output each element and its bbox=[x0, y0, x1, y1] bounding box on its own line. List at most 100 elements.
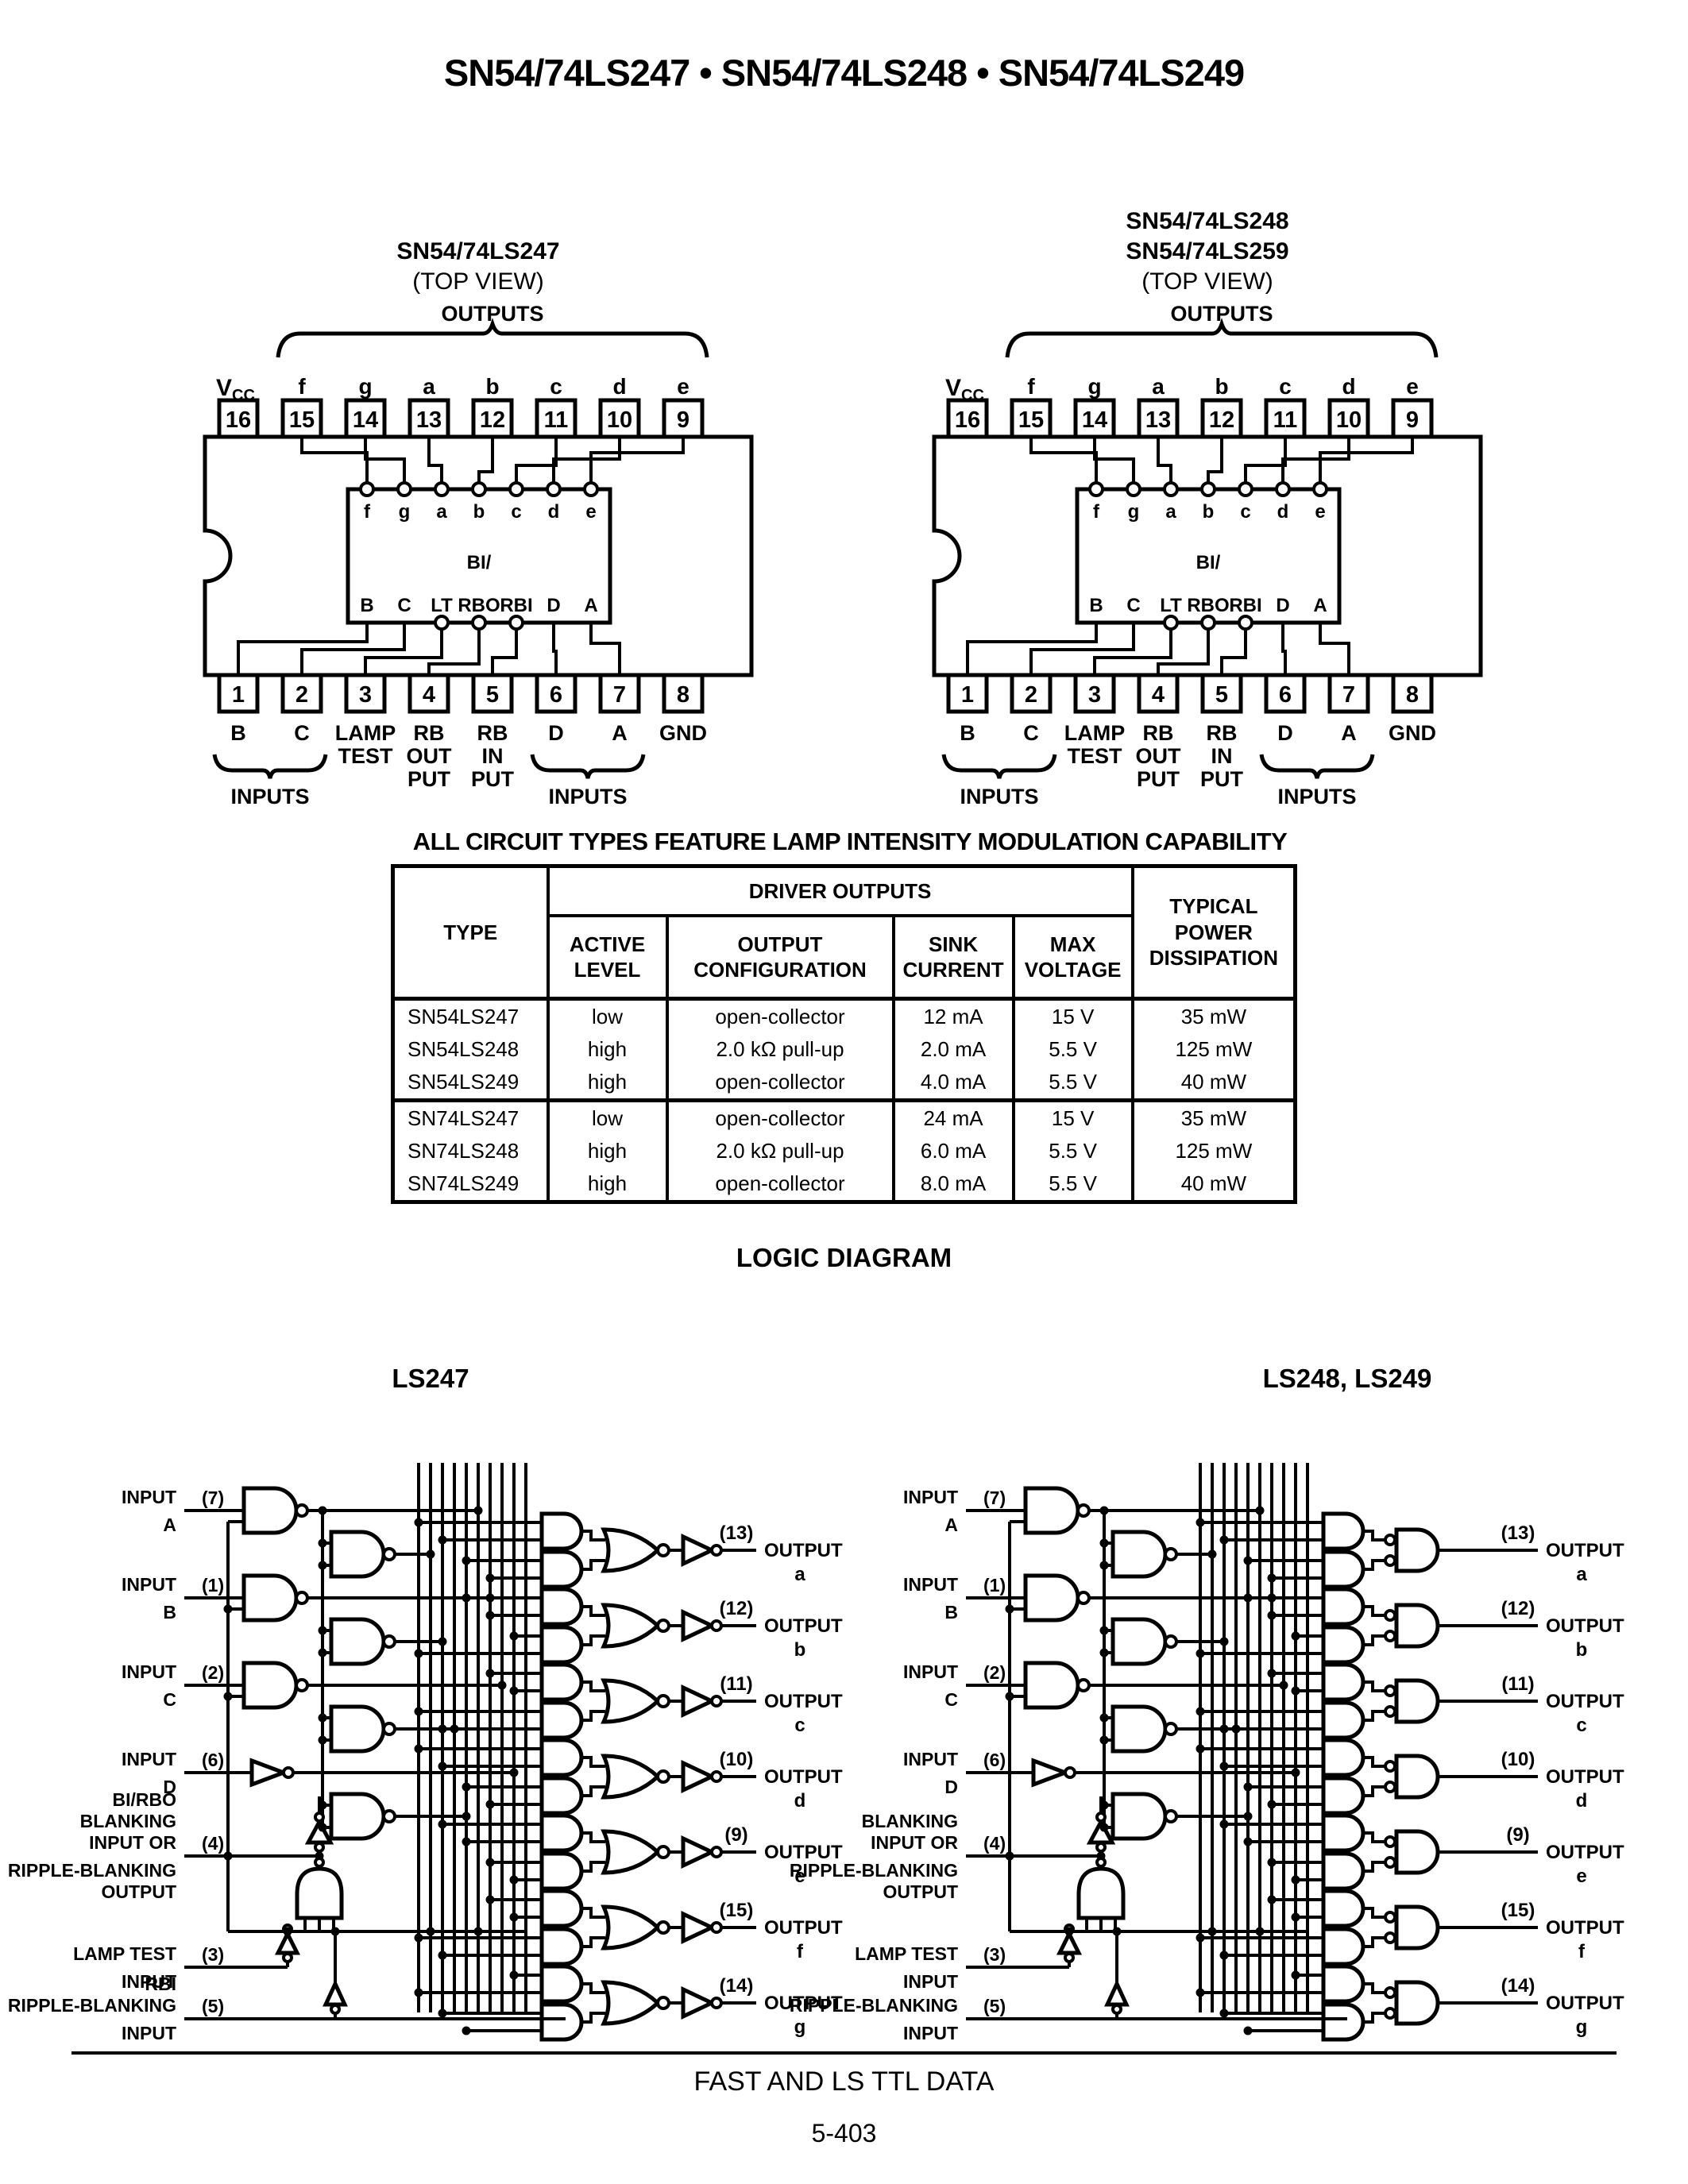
pin-number: 7 bbox=[1342, 682, 1355, 708]
inner-letter: d bbox=[548, 501, 560, 523]
wire bbox=[581, 1831, 605, 1843]
output-segment: e bbox=[1576, 1866, 1586, 1887]
inner-letter: f bbox=[364, 501, 371, 523]
pin-number: 3 bbox=[359, 682, 372, 708]
pin-function: LAMP bbox=[335, 721, 396, 745]
inverter bbox=[1104, 1979, 1130, 2007]
junction-dot bbox=[318, 1713, 327, 1723]
page-number: 5-403 bbox=[811, 2119, 877, 2147]
inverter-bubble bbox=[295, 1678, 309, 1692]
wire bbox=[1029, 623, 1135, 675]
pinout-title: SN54/74LS248 bbox=[1126, 208, 1288, 234]
input-label: INPUT bbox=[122, 1574, 176, 1595]
inverter-bubble bbox=[1076, 1503, 1091, 1518]
inverter-bubble bbox=[1384, 1835, 1396, 1848]
and-gate-bubbled bbox=[1394, 1754, 1440, 1800]
col-header: ACTIVE LEVEL bbox=[546, 916, 669, 999]
junction-dot bbox=[1243, 1782, 1253, 1792]
output-segment: e bbox=[794, 1866, 805, 1887]
junction-dot bbox=[485, 1800, 495, 1809]
outputs-brace bbox=[1005, 318, 1439, 358]
input-label: INPUT bbox=[903, 2023, 958, 2043]
output-pin-number: (12) bbox=[720, 1598, 754, 1619]
and-gate bbox=[539, 1700, 584, 1740]
wire bbox=[581, 1756, 605, 1768]
type-cell: SN74LS247 bbox=[391, 1098, 550, 1135]
output-label: OUTPUT bbox=[764, 1993, 843, 2014]
wire bbox=[1281, 623, 1287, 675]
wire bbox=[1363, 1831, 1385, 1843]
output-label: OUTPUT bbox=[1546, 1540, 1624, 1561]
wire bbox=[1363, 1785, 1385, 1797]
input-label: BLANKING bbox=[862, 1811, 958, 1831]
pin-number: 9 bbox=[677, 407, 689, 433]
inverter bbox=[1086, 1817, 1116, 1845]
wire bbox=[300, 437, 369, 484]
spec-cell: high bbox=[546, 1033, 669, 1066]
and-gate bbox=[539, 1549, 584, 1589]
wire bbox=[1363, 1861, 1385, 1873]
and-gate bbox=[1321, 1851, 1365, 1891]
pin-number: 6 bbox=[550, 682, 562, 708]
wire bbox=[1281, 437, 1350, 484]
pin-letter: f bbox=[298, 374, 306, 399]
nand-dome bbox=[1076, 1866, 1126, 1920]
pin-box-top-9 bbox=[1391, 398, 1434, 439]
spec-cell: 2.0 kΩ pull-up bbox=[665, 1135, 895, 1167]
junction-dot bbox=[1291, 1686, 1300, 1696]
inverter-bubble bbox=[1095, 1857, 1107, 1868]
pin-number: 2 bbox=[1025, 682, 1037, 708]
inner-signal: D bbox=[547, 595, 560, 616]
junction-dot bbox=[1196, 1518, 1205, 1527]
inverter-bubble bbox=[656, 1996, 670, 2010]
inverter bbox=[1031, 1758, 1072, 1788]
pin-function: PUT bbox=[471, 767, 515, 791]
output-segment: a bbox=[794, 1564, 805, 1585]
and-gate bbox=[1321, 1776, 1365, 1815]
pin-function: D bbox=[548, 721, 564, 745]
pin-function: D bbox=[1277, 721, 1293, 745]
pin-function: RB bbox=[477, 721, 508, 745]
pin-number: 13 bbox=[1145, 407, 1171, 433]
pin-box-bottom-4 bbox=[1137, 673, 1180, 714]
input-label: D bbox=[163, 1777, 176, 1797]
inverter-bubble bbox=[471, 615, 487, 631]
inverter-bubble bbox=[295, 1503, 309, 1518]
output-segment: f bbox=[797, 1941, 804, 1962]
output-pin-number: (11) bbox=[720, 1673, 752, 1695]
inverter-bubble bbox=[1384, 1554, 1396, 1567]
junction-dot bbox=[1243, 2026, 1253, 2035]
output-label: OUTPUT bbox=[764, 1917, 843, 1939]
pin-box-bottom-5 bbox=[1200, 673, 1243, 714]
pin-box-bottom-1 bbox=[946, 673, 989, 714]
inverter-bubble bbox=[434, 481, 450, 497]
inner-block bbox=[1075, 487, 1342, 625]
junction-dot bbox=[438, 1819, 447, 1829]
input-pin-number: (7) bbox=[202, 1488, 224, 1508]
output-label: OUTPUT bbox=[1546, 1691, 1624, 1712]
input-pin-number: (7) bbox=[983, 1488, 1006, 1508]
input-label: BLANKING bbox=[80, 1811, 176, 1831]
output-label: OUTPUT bbox=[1546, 1842, 1624, 1863]
input-pin-number: (4) bbox=[983, 1833, 1006, 1854]
spec-cell: 15 V bbox=[1011, 998, 1134, 1033]
pin-letter: d bbox=[1342, 374, 1355, 399]
inverter-bubble bbox=[1312, 481, 1328, 497]
junction-dot bbox=[318, 1538, 327, 1548]
inner-letter: b bbox=[473, 501, 485, 523]
wire bbox=[1363, 1530, 1385, 1542]
wire bbox=[364, 437, 406, 484]
inverter-bubble bbox=[1064, 1766, 1076, 1779]
inverter-bubble bbox=[1384, 1931, 1396, 1944]
junction-dot bbox=[509, 1686, 519, 1696]
inverter-bubble bbox=[1384, 1760, 1396, 1773]
inverter-bubble bbox=[1164, 1722, 1178, 1736]
wire bbox=[477, 437, 494, 484]
pin-function: RB bbox=[1207, 721, 1238, 745]
nand-gate bbox=[329, 1530, 386, 1579]
wire bbox=[581, 1634, 605, 1646]
inputs-label: INPUTS bbox=[1277, 785, 1356, 808]
